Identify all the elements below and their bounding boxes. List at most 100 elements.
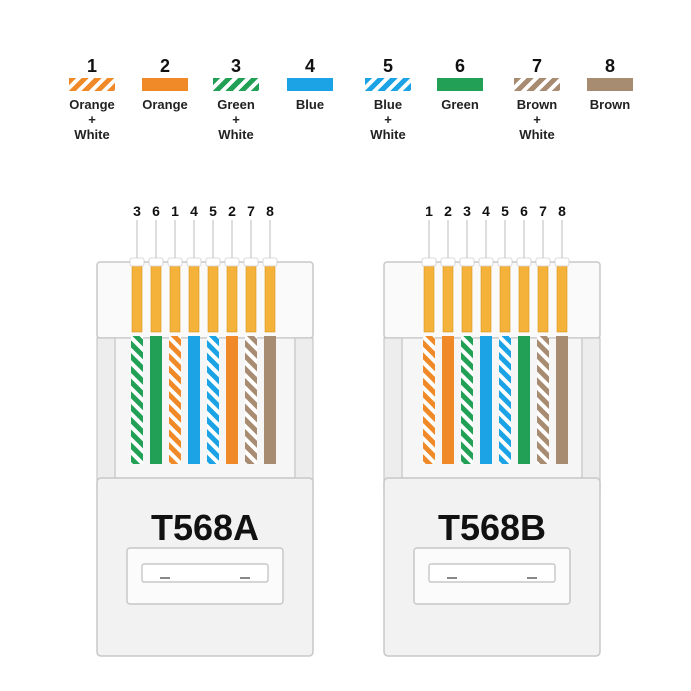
connector-side	[96, 337, 116, 492]
contact-tip	[535, 257, 551, 267]
standard-label: T568B	[438, 507, 546, 548]
pin-number: 4	[190, 203, 198, 219]
contact-tip	[205, 257, 221, 267]
legend-label: Orange	[142, 97, 188, 112]
pin-number: 2	[444, 203, 452, 219]
gold-contact	[499, 261, 511, 333]
legend-number: 2	[159, 56, 170, 76]
pin-number: 1	[171, 203, 179, 219]
legend-label: Green + White	[217, 97, 255, 142]
contact-tip	[516, 257, 532, 267]
gold-contact	[480, 261, 492, 333]
wire-7	[537, 336, 549, 464]
wire-6	[518, 336, 530, 464]
legend-swatch	[213, 78, 259, 91]
legend-number: 6	[454, 56, 465, 76]
legend-label: Brown + White	[516, 97, 558, 142]
wire-3	[461, 336, 473, 464]
wire-4	[188, 336, 200, 464]
legend-swatch	[437, 78, 483, 91]
contact-tip	[148, 257, 164, 267]
contact-tip	[478, 257, 494, 267]
pin-number: 1	[425, 203, 433, 219]
wire-1	[169, 336, 181, 464]
gold-contact	[461, 261, 473, 333]
contact-tip	[129, 257, 145, 267]
pin-number: 3	[133, 203, 141, 219]
wire-6	[150, 336, 162, 464]
legend-number: 4	[304, 56, 315, 76]
legend-label: Orange + White	[69, 97, 115, 142]
wire-1	[423, 336, 435, 464]
gold-contact	[150, 261, 162, 333]
legend-number: 3	[230, 56, 241, 76]
legend-swatch	[287, 78, 333, 91]
connector-top-shell	[96, 261, 314, 339]
gold-contact	[423, 261, 435, 333]
legend-swatch	[587, 78, 633, 91]
legend-number: 7	[531, 56, 542, 76]
legend-label: Brown	[589, 97, 631, 112]
legend-swatch	[69, 78, 115, 91]
pin-number: 5	[209, 203, 217, 219]
gold-contact	[131, 261, 143, 333]
legend-number: 5	[382, 56, 393, 76]
gold-contact	[556, 261, 568, 333]
contact-tip	[167, 257, 183, 267]
wire-4	[480, 336, 492, 464]
legend-label: Blue + White	[370, 97, 406, 142]
connector-side	[581, 337, 601, 492]
gold-contact	[442, 261, 454, 333]
wire-7	[245, 336, 257, 464]
contact-tip	[243, 257, 259, 267]
connector-side	[383, 337, 403, 492]
gold-contact	[207, 261, 219, 333]
pin-number: 6	[520, 203, 528, 219]
pin-number: 6	[152, 203, 160, 219]
cable-slot	[428, 563, 556, 583]
connector-top-shell	[383, 261, 601, 339]
gold-contact	[264, 261, 276, 333]
wire-8	[264, 336, 276, 464]
pin-number: 7	[247, 203, 255, 219]
contact-tip	[421, 257, 437, 267]
gold-contact	[518, 261, 530, 333]
gold-contact	[188, 261, 200, 333]
contact-tip	[186, 257, 202, 267]
gold-contact	[226, 261, 238, 333]
pin-number: 7	[539, 203, 547, 219]
contact-tip	[440, 257, 456, 267]
pin-number: 4	[482, 203, 490, 219]
contact-tip	[224, 257, 240, 267]
pin-number: 8	[558, 203, 566, 219]
connector-side	[294, 337, 314, 492]
pin-number: 2	[228, 203, 236, 219]
wire-3	[131, 336, 143, 464]
contact-tip	[554, 257, 570, 267]
cable-slot	[141, 563, 269, 583]
wire-2	[226, 336, 238, 464]
legend-number: 1	[86, 56, 97, 76]
gold-contact	[169, 261, 181, 333]
standard-label: T568A	[151, 507, 259, 548]
contact-tip	[497, 257, 513, 267]
wire-8	[556, 336, 568, 464]
wire-5	[499, 336, 511, 464]
legend-swatch	[365, 78, 411, 91]
wire-2	[442, 336, 454, 464]
contact-tip	[262, 257, 278, 267]
gold-contact	[245, 261, 257, 333]
pin-number: 3	[463, 203, 471, 219]
legend-label: Green	[441, 97, 479, 112]
contact-tip	[459, 257, 475, 267]
